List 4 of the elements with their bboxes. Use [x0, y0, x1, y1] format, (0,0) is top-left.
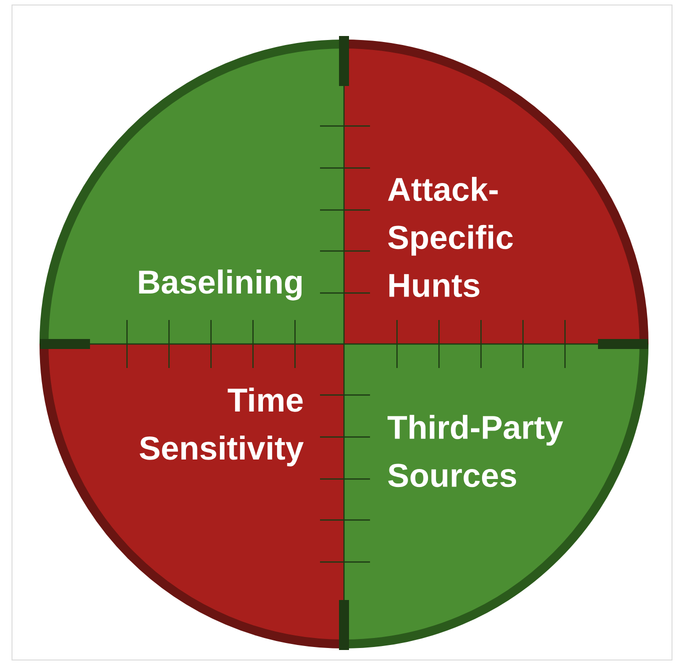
quadrant: Baselining	[40, 40, 344, 344]
quadrant: Attack-Specific Hunts	[344, 40, 648, 344]
quadrant: Time Sensitivity	[40, 344, 344, 648]
quadrant: Third-Party Sources	[344, 344, 648, 648]
